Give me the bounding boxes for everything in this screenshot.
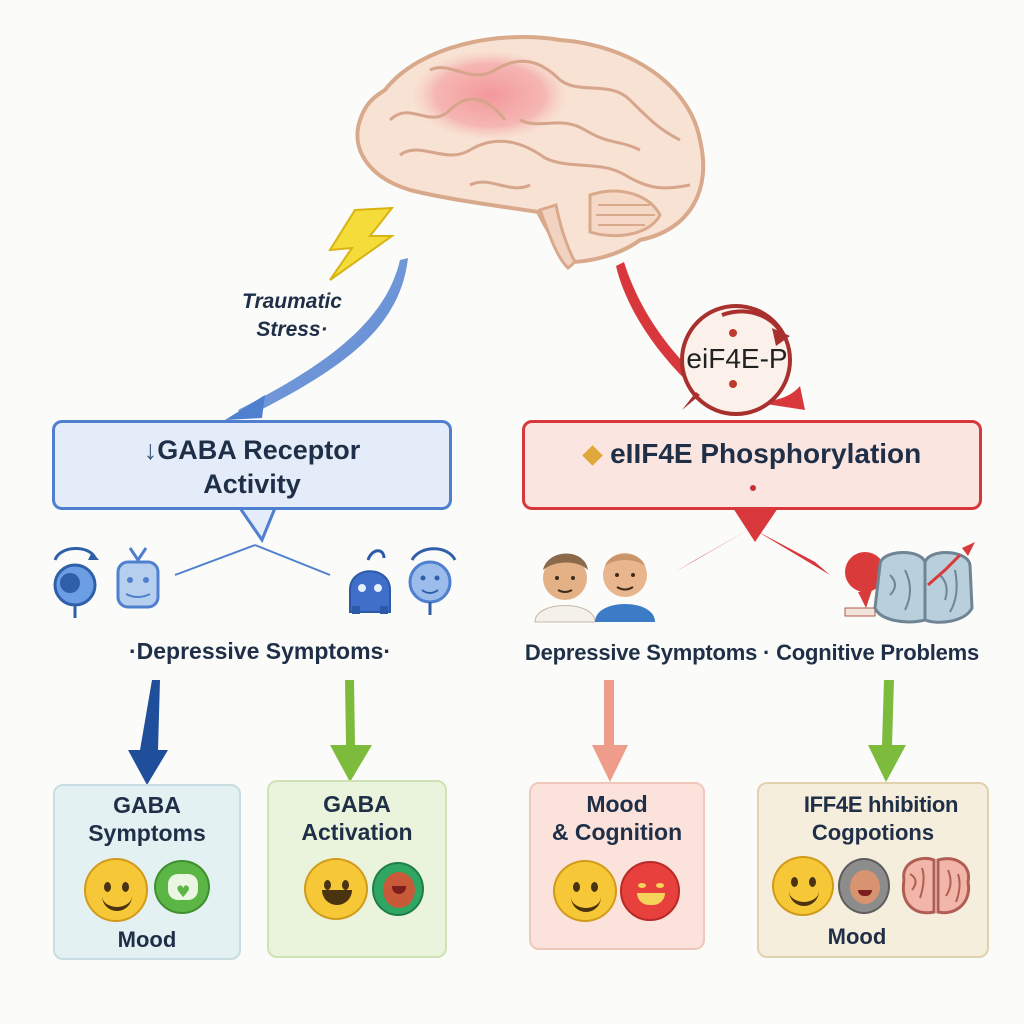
diamond-arrow-icon: ⬥: [582, 438, 603, 469]
question-mark-icon: [844, 552, 885, 617]
down-arrow-green-right: [868, 680, 906, 782]
outcome-1-line1: GABA: [113, 792, 181, 818]
gaba-box-line1: ↓GABA Receptor: [143, 435, 361, 465]
smiley-icon: [304, 858, 368, 920]
outcome-1-line2: Symptoms: [88, 820, 206, 846]
phospho-box-title: ⬥ eIIF4E Phosphorylation: [582, 438, 922, 469]
down-arrow-icon: ↓: [143, 435, 158, 465]
lightning-icon: [328, 206, 396, 281]
outcome-3-line2: & Cognition: [551, 819, 683, 845]
blue-face-icon: [408, 547, 457, 615]
down-arrow-salmon: [592, 680, 628, 782]
blue-head-icon: [116, 547, 160, 609]
outcome-2-line2: Activation: [301, 819, 413, 845]
phosphorylation-box: [522, 420, 982, 510]
smiley-icon: [84, 858, 148, 922]
right-symptoms-label: Depressive Symptoms · Cognitive Problems: [524, 640, 980, 665]
person-icon: [534, 553, 596, 623]
badge-cycle-icon: [680, 304, 792, 416]
outcome-3-line1: Mood: [586, 791, 648, 817]
outcome-4-line2: Cogpotions: [811, 820, 935, 845]
red-smiley-icon: [372, 862, 424, 916]
brain-small-icon: [901, 856, 971, 915]
badge-label: eiF4E-P: [686, 343, 788, 374]
brain-icon: [355, 35, 706, 271]
left-fan: [174, 506, 331, 576]
right-fan: [675, 508, 830, 575]
stress-arrow: [225, 258, 408, 420]
left-symptoms-label: ·Depressive Symptoms·: [128, 638, 392, 664]
phospho-box-dot: [750, 485, 756, 491]
outcome-box-mood-cognition: [529, 782, 705, 950]
outcome-4-footer: Mood: [827, 924, 887, 949]
outcome-1-footer: Mood: [117, 927, 177, 952]
avatar-face-icon: [838, 858, 890, 914]
cracked-brain-icon: [873, 542, 975, 624]
outcome-box-gaba-symptoms: [53, 784, 241, 960]
traumatic-stress-label: Traumatic Stress·: [242, 290, 342, 341]
gaba-box-line2: Activity: [203, 469, 301, 499]
smiley-icon: [553, 860, 617, 922]
down-arrow-dark-blue: [128, 680, 168, 785]
smiley-icon: [772, 856, 834, 916]
outcome-2-line1: GABA: [323, 791, 391, 817]
down-arrow-green: [330, 680, 372, 782]
red-smiley-icon: [620, 861, 680, 921]
heart-bubble-icon: ♥: [154, 860, 210, 914]
outcome-4-line1: IFF4E hhibition: [803, 792, 959, 817]
gaba-receptor-box: [52, 420, 452, 510]
blue-receptor-icon: [53, 547, 99, 618]
person-icon: [595, 553, 655, 622]
blue-robot-icon: [349, 549, 391, 614]
